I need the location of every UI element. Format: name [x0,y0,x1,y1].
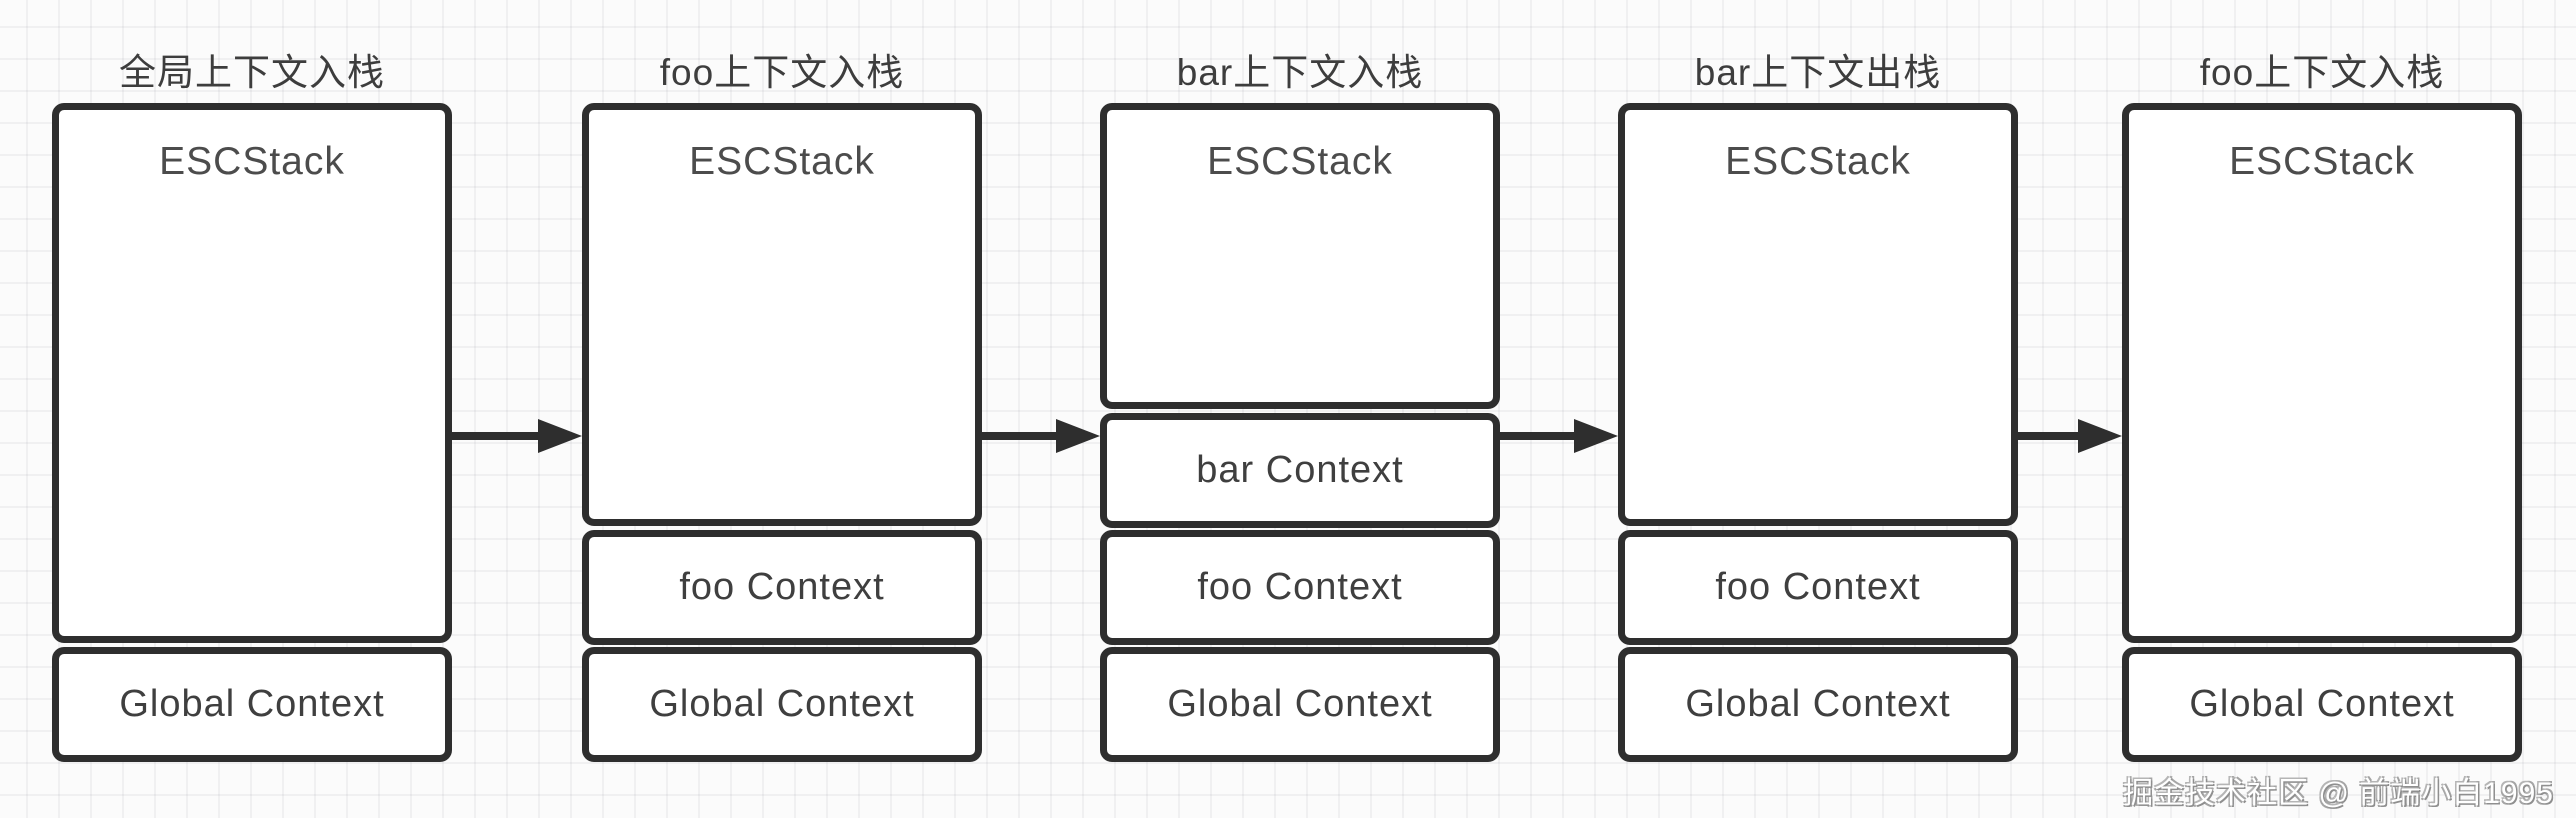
arrow-head [538,419,582,453]
esc-stack: ESCStack Global Context [2122,103,2522,762]
esc-stack-label: ESCStack [159,140,345,183]
stage-bar-push: bar上下文入栈 ESCStack bar Context foo Contex… [1100,0,1500,818]
arrow-right-icon [1500,419,1618,453]
arrow-head [2078,419,2122,453]
arrow-head [1056,419,1100,453]
esc-stack-label: ESCStack [689,140,875,183]
esc-stack: ESCStack Global Context [52,103,452,762]
arrow-right-icon [2018,419,2122,453]
context-frame: foo Context [1618,530,2018,645]
stage-title: bar上下文入栈 [1176,52,1424,93]
arrow-right-icon [452,419,582,453]
context-frame: bar Context [1100,413,1500,528]
stage-foo-pop: foo上下文入栈 ESCStack Global Context [2122,0,2522,818]
arrow-shaft [452,432,548,440]
arrow-shaft [2018,432,2088,440]
context-frame: Global Context [2122,647,2522,762]
context-frame: foo Context [582,530,982,645]
esc-stack-box: ESCStack [2122,103,2522,643]
stage-title: 全局上下文入栈 [119,52,385,93]
stage-bar-pop: bar上下文出栈 ESCStack foo Context Global Con… [1618,0,2018,818]
context-frame: Global Context [1100,647,1500,762]
esc-stack-label: ESCStack [1207,140,1393,183]
stage-foo-push: foo上下文入栈 ESCStack foo Context Global Con… [582,0,982,818]
arrow-shaft [982,432,1066,440]
context-frame: Global Context [1618,647,2018,762]
context-frame: Global Context [52,647,452,762]
arrow-head [1574,419,1618,453]
stage-title: bar上下文出栈 [1694,52,1942,93]
stage-global-push: 全局上下文入栈 ESCStack Global Context [52,0,452,818]
context-frame: Global Context [582,647,982,762]
esc-stack-box: ESCStack [1100,103,1500,409]
esc-stack-box: ESCStack [582,103,982,526]
stage-title: foo上下文入栈 [2199,52,2445,93]
esc-stack: ESCStack bar Context foo Context Global … [1100,103,1500,762]
esc-stack: ESCStack foo Context Global Context [582,103,982,762]
esc-stack: ESCStack foo Context Global Context [1618,103,2018,762]
esc-stack-label: ESCStack [2229,140,2415,183]
esc-stack-box: ESCStack [1618,103,2018,526]
stage-title: foo上下文入栈 [659,52,905,93]
context-frame: foo Context [1100,530,1500,645]
arrow-shaft [1500,432,1584,440]
esc-stack-label: ESCStack [1725,140,1911,183]
esc-stack-box: ESCStack [52,103,452,643]
watermark: 掘金技术社区 @ 前端小白1995 [2123,777,2554,810]
arrow-right-icon [982,419,1100,453]
